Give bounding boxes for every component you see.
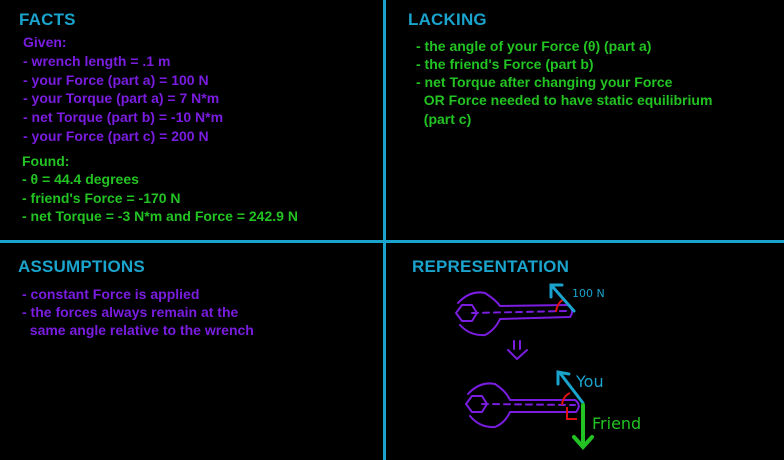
friend-label: Friend <box>592 414 641 433</box>
you-label: You <box>575 372 604 391</box>
given-item: - net Torque (part b) = -10 N*m <box>23 109 224 125</box>
right-angle-mark <box>566 407 577 420</box>
representation-heading: REPRESENTATION <box>412 257 570 276</box>
found-item: - θ = 44.4 degrees <box>22 171 139 187</box>
given-item: - your Torque (part a) = 7 N*m <box>23 90 220 106</box>
found-item: - friend's Force = -170 N <box>22 190 181 206</box>
wrench-top <box>455 291 574 337</box>
found-item: - net Torque = -3 N*m and Force = 242.9 … <box>22 208 298 224</box>
assumption-item: - constant Force is applied <box>22 286 200 302</box>
force-label-top: 100 N <box>572 287 605 300</box>
wrench-bottom <box>465 382 580 429</box>
lacking-item: - net Torque after changing your Force <box>416 74 673 90</box>
found-label: Found: <box>22 153 70 169</box>
given-item: - your Force (part c) = 200 N <box>23 128 209 144</box>
given-item: - your Force (part a) = 100 N <box>23 72 209 88</box>
assumption-item: - the forces always remain at the <box>22 304 239 320</box>
given-label: Given: <box>23 34 67 50</box>
angle-arc-bottom <box>561 392 571 406</box>
force-arrow-top <box>549 283 576 313</box>
lacking-item: (part c) <box>416 111 472 127</box>
lacking-item: - the friend's Force (part b) <box>416 56 594 72</box>
lacking-item: OR Force needed to have static equilibri… <box>416 92 713 108</box>
vertical-divider <box>383 0 386 460</box>
lacking-heading: LACKING <box>408 10 487 29</box>
given-item: - wrench length = .1 m <box>23 53 171 69</box>
you-force-arrow <box>556 370 585 405</box>
horizontal-divider <box>0 240 784 243</box>
lacking-item: - the angle of your Force (θ) (part a) <box>416 38 652 54</box>
facts-heading: FACTS <box>19 10 76 29</box>
assumptions-heading: ASSUMPTIONS <box>18 257 145 276</box>
friend-force-arrow <box>572 403 594 450</box>
implies-arrow-icon <box>507 340 528 361</box>
assumption-item: same angle relative to the wrench <box>22 322 254 338</box>
